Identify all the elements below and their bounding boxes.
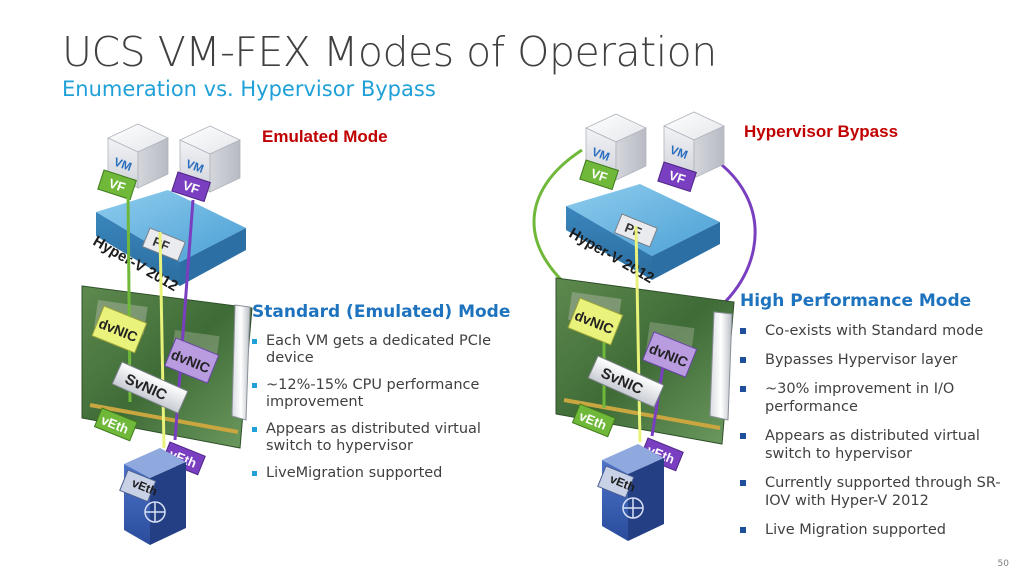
slide-subtitle: Enumeration vs. Hypervisor Bypass — [62, 77, 436, 101]
vf-label-right-1: VF — [589, 166, 609, 185]
slide-title: UCS VM-FEX Modes of Operation — [62, 28, 717, 76]
standard-bullet-2: ~12%-15% CPU performance improvement — [252, 377, 507, 411]
standard-mode-bullets: Each VM gets a dedicated PCIe device ~12… — [252, 333, 507, 492]
hypervisor-bypass-label: Hypervisor Bypass — [744, 122, 899, 141]
hp-bullet-5: Currently supported through SR-IOV with … — [740, 474, 1015, 510]
vm-label-right-2: VM — [668, 143, 690, 162]
vf-tag-right-2: VF — [657, 161, 697, 193]
standard-bullet-4: LiveMigration supported — [252, 465, 507, 482]
dvnic-tag-left-1: dvNIC — [91, 305, 148, 354]
vf-label-left-1: VF — [107, 176, 127, 195]
pf-label-right: PF — [623, 220, 644, 240]
vf-label-left-2: VF — [181, 178, 201, 197]
fabric-switch-left: vEth — [119, 448, 186, 545]
standard-bullet-3: Appears as distributed virtual switch to… — [252, 421, 507, 455]
emulated-mode-label: Emulated Mode — [262, 127, 388, 146]
vm-label-left-1: VM — [112, 155, 134, 174]
vf-label-right-2: VF — [667, 168, 687, 187]
hp-bullet-1: Co-exists with Standard mode — [740, 322, 1015, 340]
hypervisor-slab-left: Hyper-V 2012 — [90, 190, 246, 295]
standard-mode-heading: Standard (Emulated) Mode — [252, 302, 511, 322]
vf-tag-left-2: VF — [171, 171, 211, 203]
hp-bullet-2: Bypasses Hypervisor layer — [740, 351, 1015, 369]
yellow-link-left — [158, 231, 166, 449]
standard-bullet-1: Each VM gets a dedicated PCIe device — [252, 333, 507, 367]
hp-bullet-3: ~30% improvement in I/O performance — [740, 380, 1015, 416]
high-performance-heading: High Performance Mode — [740, 291, 972, 311]
fabric-switch-right: vEth — [597, 444, 664, 541]
high-performance-bullets: Co-exists with Standard mode Bypasses Hy… — [740, 322, 1015, 550]
hp-bullet-4: Appears as distributed virtual switch to… — [740, 427, 1015, 463]
yellow-link-right — [634, 225, 642, 443]
vf-tag-right-1: VF — [579, 159, 619, 191]
dvnic-tag-right-1: dvNIC — [567, 297, 624, 346]
svnic-right: SvNIC — [587, 355, 665, 408]
hp-bullet-6: Live Migration supported — [740, 521, 1015, 539]
vm-cube-right-2: VM — [663, 111, 725, 179]
left-diagram: Hyper-V 2012 PF VM VM VF VF — [81, 123, 253, 545]
right-diagram: Hyper-V 2012 PF VM VM VF VF — [532, 111, 757, 541]
page-number: 50 — [997, 559, 1009, 569]
vm-label-right-1: VM — [590, 145, 612, 164]
vm-label-left-2: VM — [184, 157, 206, 176]
